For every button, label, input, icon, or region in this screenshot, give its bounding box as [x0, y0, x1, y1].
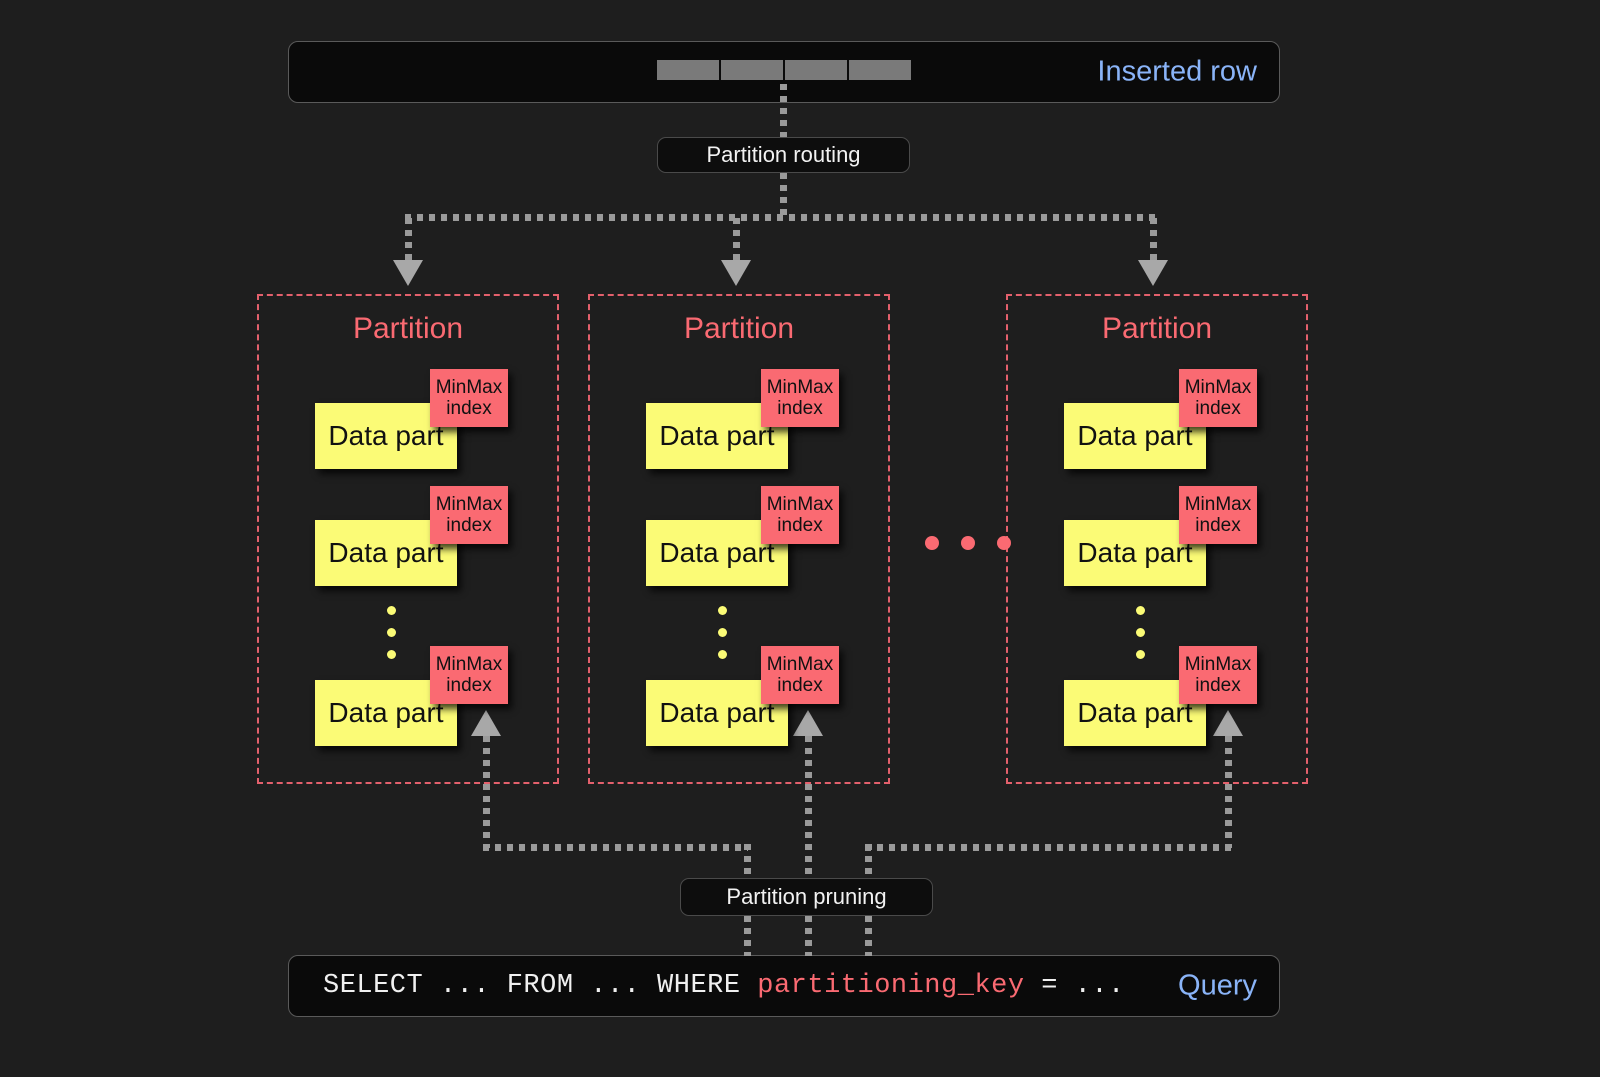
connector-pruning-to-partition-2: [1225, 736, 1232, 848]
minmax-index-line2: index: [1195, 675, 1241, 696]
partition-title: Partition: [1101, 312, 1213, 345]
data-part-group: MinMax index Data part: [1064, 486, 1274, 586]
minmax-index-box: MinMax index: [761, 646, 839, 704]
ellipsis-dot: [387, 628, 396, 637]
data-part-group: MinMax index Data part: [1064, 646, 1274, 746]
routing-fanout-bus: [405, 214, 1157, 221]
minmax-index-line1: MinMax: [766, 493, 834, 515]
connector-pruning-to-partition-0: [483, 736, 490, 848]
partition-0: Partition MinMax index Data part MinMax …: [257, 294, 559, 784]
query-sql-text: SELECT ... FROM ... WHERE partitioning_k…: [323, 971, 1125, 1001]
connector-pruning-to-query-center: [805, 916, 812, 956]
minmax-index-line1: MinMax: [435, 653, 503, 675]
ellipsis-dot: [718, 628, 727, 637]
data-part-box: Data part: [315, 403, 457, 469]
minmax-index-line1: MinMax: [1184, 653, 1252, 675]
data-part-box: Data part: [315, 680, 457, 746]
minmax-index-line2: index: [446, 398, 492, 419]
connector-fanin-left-down: [744, 844, 751, 882]
minmax-index-box: MinMax index: [761, 369, 839, 427]
connector-pruning-to-query-right: [865, 916, 872, 956]
query-sql-suffix: = ...: [1024, 971, 1125, 1001]
inserted-row-label: Inserted row: [1097, 55, 1257, 88]
data-part-group: MinMax index Data part: [315, 646, 525, 746]
minmax-index-line2: index: [777, 515, 823, 536]
minmax-index-line2: index: [777, 398, 823, 419]
minmax-index-box: MinMax index: [430, 486, 508, 544]
connector-routing-to-partition-2: [1150, 218, 1157, 263]
ellipsis-dot: [718, 606, 727, 615]
connector-row-to-routing: [780, 84, 787, 140]
connector-routing-to-partition-0: [405, 218, 412, 263]
minmax-index-line1: MinMax: [435, 376, 503, 398]
ellipsis-dot: [925, 536, 939, 550]
data-part-group: MinMax index Data part: [315, 369, 525, 469]
data-part-group: MinMax index Data part: [646, 646, 856, 746]
minmax-index-line2: index: [446, 515, 492, 536]
inserted-row-cells: [657, 60, 911, 80]
minmax-index-line2: index: [1195, 515, 1241, 536]
connector-pruning-to-partition-1: [805, 736, 812, 878]
partition-title: Partition: [683, 312, 795, 345]
minmax-index-line2: index: [1195, 398, 1241, 419]
ellipsis-dot: [1136, 628, 1145, 637]
arrow-up-partition-1: [793, 710, 823, 736]
data-part-ellipsis: [1136, 606, 1145, 659]
data-part-box: Data part: [1064, 520, 1206, 586]
ellipsis-dot: [387, 606, 396, 615]
partition-1: Partition MinMax index Data part MinMax …: [588, 294, 890, 784]
minmax-index-line1: MinMax: [435, 493, 503, 515]
pruning-fanin-bus-left: [483, 844, 748, 851]
data-part-ellipsis: [387, 606, 396, 659]
data-part-ellipsis: [718, 606, 727, 659]
row-cell: [721, 60, 783, 80]
arrow-down-partition-2: [1138, 260, 1168, 286]
row-cell: [657, 60, 719, 80]
connector-pruning-to-query-left: [744, 916, 751, 956]
ellipsis-dot: [961, 536, 975, 550]
data-part-group: MinMax index Data part: [1064, 369, 1274, 469]
data-part-group: MinMax index Data part: [315, 486, 525, 586]
partitions-ellipsis: [925, 536, 1011, 550]
minmax-index-line1: MinMax: [766, 653, 834, 675]
connector-routing-to-partition-1: [733, 218, 740, 263]
data-part-group: MinMax index Data part: [646, 486, 856, 586]
row-cell: [849, 60, 911, 80]
ellipsis-dot: [1136, 606, 1145, 615]
minmax-index-box: MinMax index: [1179, 646, 1257, 704]
partition-2: Partition MinMax index Data part MinMax …: [1006, 294, 1308, 784]
arrow-up-partition-2: [1213, 710, 1243, 736]
query-label: Query: [1178, 969, 1257, 1002]
minmax-index-line2: index: [446, 675, 492, 696]
minmax-index-line1: MinMax: [1184, 493, 1252, 515]
partition-pruning-label: Partition pruning: [726, 884, 887, 909]
ellipsis-dot: [387, 650, 396, 659]
minmax-index-box: MinMax index: [430, 369, 508, 427]
arrow-up-partition-0: [471, 710, 501, 736]
ellipsis-dot: [997, 536, 1011, 550]
minmax-index-box: MinMax index: [761, 486, 839, 544]
minmax-index-line2: index: [777, 675, 823, 696]
query-sql-keyword: partitioning_key: [757, 971, 1025, 1001]
connector-routing-down: [780, 173, 787, 218]
minmax-index-line1: MinMax: [766, 376, 834, 398]
partition-pruning-box: Partition pruning: [680, 878, 933, 916]
query-bar: SELECT ... FROM ... WHERE partitioning_k…: [288, 955, 1280, 1017]
partition-routing-box: Partition routing: [657, 137, 910, 173]
ellipsis-dot: [718, 650, 727, 659]
pruning-fanin-bus-right: [865, 844, 1232, 851]
query-sql-prefix: SELECT ... FROM ... WHERE: [323, 971, 758, 1001]
minmax-index-box: MinMax index: [1179, 486, 1257, 544]
arrow-down-partition-1: [721, 260, 751, 286]
connector-fanin-right-down: [865, 844, 872, 882]
arrow-down-partition-0: [393, 260, 423, 286]
data-part-group: MinMax index Data part: [646, 369, 856, 469]
minmax-index-box: MinMax index: [1179, 369, 1257, 427]
minmax-index-box: MinMax index: [430, 646, 508, 704]
ellipsis-dot: [1136, 650, 1145, 659]
row-cell: [785, 60, 847, 80]
minmax-index-line1: MinMax: [1184, 376, 1252, 398]
partition-title: Partition: [352, 312, 464, 345]
partition-routing-label: Partition routing: [706, 142, 861, 167]
